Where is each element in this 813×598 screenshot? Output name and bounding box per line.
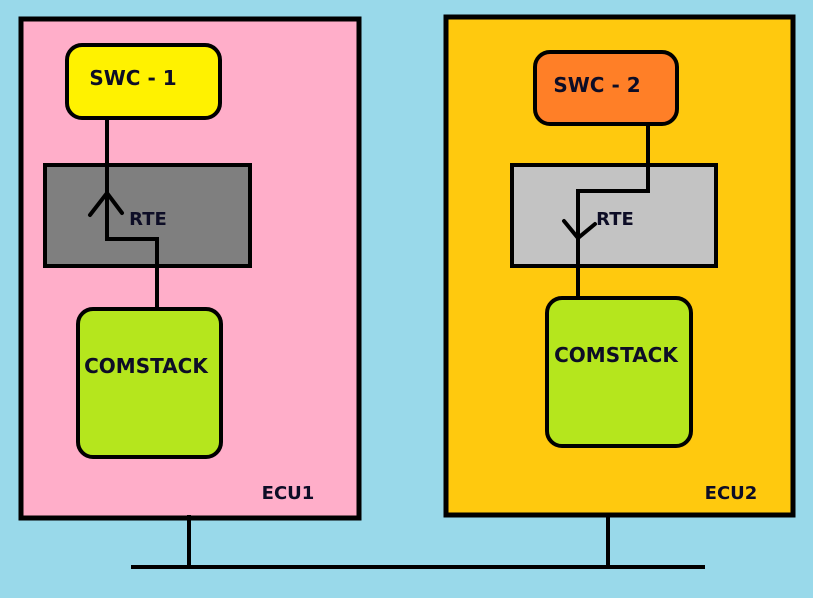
communication-bus	[131, 515, 705, 569]
arrow-down-icon	[562, 219, 597, 241]
swc2-box	[533, 50, 679, 126]
swc2-label: SWC - 2	[553, 73, 640, 97]
comstack2-label: COMSTACK	[554, 343, 679, 367]
rte1-box	[43, 163, 252, 268]
rte2-label: RTE	[596, 209, 634, 230]
swc1-label: SWC - 1	[89, 66, 176, 90]
signal-path-1	[105, 117, 159, 309]
comstack2-box	[545, 296, 693, 448]
rte2-box	[510, 163, 718, 268]
comstack1-box	[76, 307, 223, 459]
rte1-label: RTE	[129, 209, 167, 230]
ecu2-label: ECU2	[705, 483, 758, 504]
arrow-up-icon	[88, 189, 124, 217]
ecu1: SWC - 1 RTE COMSTACK ECU1	[18, 16, 362, 521]
swc1-box	[65, 43, 222, 120]
ecu2: SWC - 2 RTE COMSTACK ECU2	[443, 14, 796, 518]
signal-path-2	[576, 124, 650, 298]
comstack1-label: COMSTACK	[84, 354, 209, 378]
ecu1-label: ECU1	[262, 483, 315, 504]
